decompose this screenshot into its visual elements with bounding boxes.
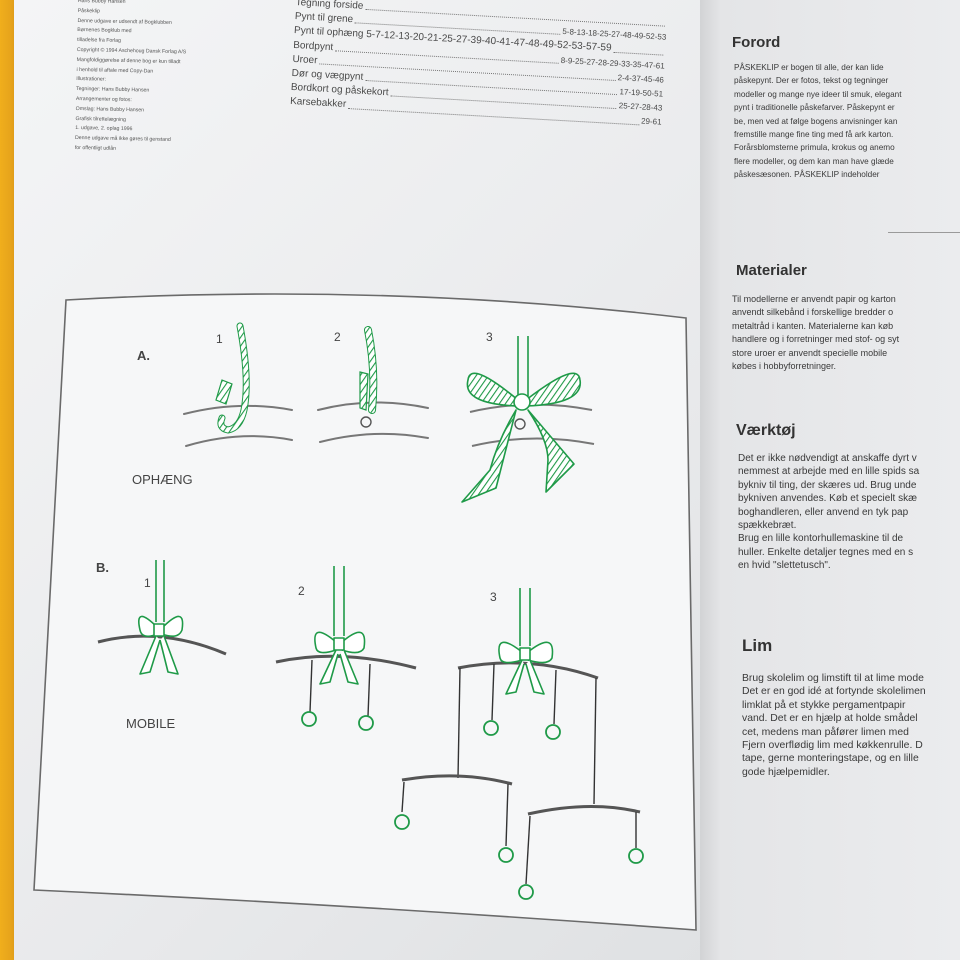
materialer-line: metaltråd i kanten. Materialerne kan køb bbox=[732, 320, 894, 331]
vaerktoj-line: nemmest at arbejde med en lille spids sa bbox=[738, 466, 920, 478]
forord-line: be, men ved at følge bogens anvisninger … bbox=[734, 116, 898, 126]
step-b3-label: 3 bbox=[490, 590, 497, 604]
step-a2-label: 2 bbox=[334, 330, 341, 344]
heading-lim: Lim bbox=[742, 636, 773, 655]
section-b-caption: MOBILE bbox=[126, 716, 175, 731]
section-lim: Lim Brug skolelim og limstift til at lim… bbox=[706, 636, 960, 779]
lim-line: Brug skolelim og limstift til at lime mo… bbox=[742, 673, 924, 684]
vaerktoj-line: bykniv til ting, der skæres ud. Brug und… bbox=[738, 479, 917, 491]
vaerktoj-line: Det er ikke nødvendigt at anskaffe dyrt … bbox=[738, 453, 917, 464]
materialer-line: købes i hobbyforretninger. bbox=[732, 360, 837, 371]
mobile-step-1 bbox=[97, 560, 227, 675]
materialer-line: Til modellerne er anvendt papir og karto… bbox=[732, 294, 896, 304]
lim-line: Fjern overflødig lim med køkkenrulle. D bbox=[742, 739, 923, 751]
step-a1-label: 1 bbox=[216, 332, 223, 346]
materialer-line: handlere og i forretninger med stof- og … bbox=[732, 334, 900, 345]
forord-line: flere modeller, og dem kan man have glæd… bbox=[734, 156, 894, 166]
step-b1-label: 1 bbox=[144, 576, 151, 590]
step-b2-label: 2 bbox=[298, 584, 305, 598]
heading-vaerktoj: Værktøj bbox=[736, 422, 796, 439]
lim-line: limklat på et stykke pergamentpapir bbox=[742, 699, 906, 711]
forord-line: PÅSKEKLIP er bogen til alle, der kan lid… bbox=[734, 63, 884, 72]
section-b-label: B. bbox=[96, 560, 109, 575]
divider bbox=[888, 232, 960, 233]
section-vaerktoj: Værktøj Det er ikke nødvendigt at anskaf… bbox=[706, 422, 960, 573]
lim-body: Brug skolelim og limstift til at lime mo… bbox=[742, 672, 960, 779]
forord-line: påskepynt. Der er fotos, tekst og tegnin… bbox=[734, 76, 889, 86]
lim-line: tape, gerne monteringstape, og en lille bbox=[742, 753, 919, 765]
right-page bbox=[700, 0, 960, 960]
lim-line: vand. Det er en hjælp at holde smådel bbox=[742, 713, 918, 725]
hanging-step-3 bbox=[461, 336, 595, 503]
step-a3-label: 3 bbox=[486, 330, 493, 344]
section-forord: Forord PÅSKEKLIP er bogen til alle, der … bbox=[706, 34, 960, 184]
vaerktoj-line: bykniven anvendes. Køb et specielt skæ bbox=[738, 493, 917, 505]
vaerktoj-body: Det er ikke nødvendigt at anskaffe dyrt … bbox=[738, 452, 960, 573]
lim-line: Det er en god idé at fortynde skolelimen bbox=[742, 686, 926, 698]
forord-line: fremstille mange fine ting med få ark ka… bbox=[734, 129, 894, 139]
materialer-line: anvendt silkebånd i forskellige bredder … bbox=[732, 307, 894, 318]
lim-line: cet, medens man påfører limen med bbox=[742, 726, 909, 738]
vaerktoj-line: Brug en lille kontorhullemaskine til de bbox=[738, 533, 904, 545]
section-materialer: Materialer Til modellerne er anvendt pap… bbox=[706, 262, 960, 373]
materialer-body: Til modellerne er anvendt papir og karto… bbox=[732, 293, 960, 373]
vaerktoj-line: en hvid "slettetusch". bbox=[738, 560, 831, 572]
vaerktoj-line: huller. Enkelte detaljer tegnes med en s bbox=[738, 546, 914, 558]
hanging-step-1 bbox=[183, 322, 293, 447]
mobile-step-2 bbox=[275, 566, 417, 731]
vaerktoj-line: boghandleren, eller anvend en tyk pap bbox=[738, 506, 909, 518]
mobile-step-3 bbox=[394, 588, 644, 900]
heading-forord: Forord bbox=[732, 34, 781, 51]
forord-line: modeller og mange nye ideer til smuk, el… bbox=[734, 89, 902, 99]
forord-line: Forårsblomsterne primula, krokus og anem… bbox=[734, 143, 895, 153]
materialer-line: store uroer er anvendt specielle mobile bbox=[732, 347, 888, 358]
vaerktoj-line: spækkebræt. bbox=[738, 519, 797, 531]
illustration-frame bbox=[33, 293, 697, 931]
section-a-label: A. bbox=[137, 348, 150, 363]
lim-line: gode hjælpemidler. bbox=[742, 766, 830, 778]
hanging-step-2 bbox=[317, 326, 429, 443]
section-a-caption: OPHÆNG bbox=[132, 472, 193, 487]
forord-body: PÅSKEKLIP er bogen til alle, der kan lid… bbox=[734, 63, 960, 184]
heading-materialer: Materialer bbox=[736, 262, 807, 279]
forord-line: påskesæsonen. PÅSKEKLIP indeholder bbox=[734, 170, 880, 180]
forord-line: pynt i traditionelle påskefarver. Påskep… bbox=[734, 103, 895, 113]
